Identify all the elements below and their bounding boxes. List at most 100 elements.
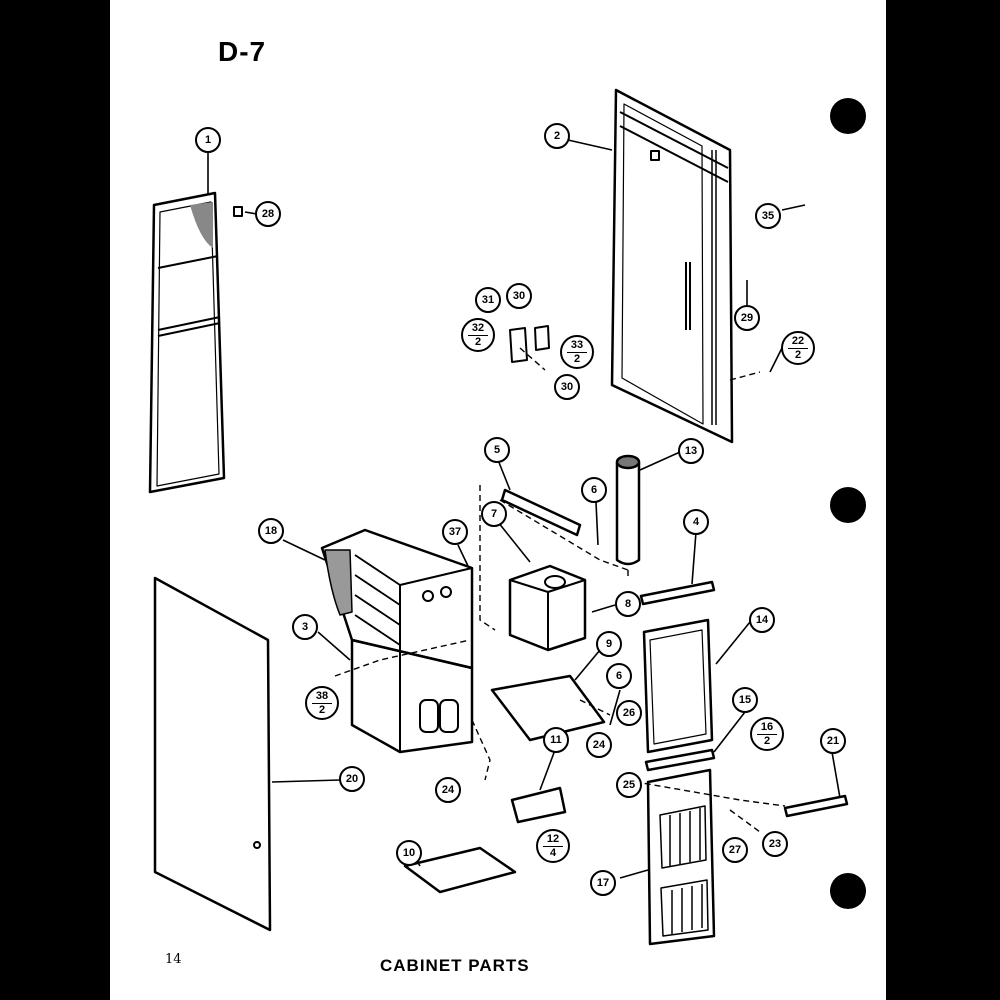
callout-quantity: 2 [794, 348, 802, 361]
callout-number: 32 [471, 321, 485, 334]
binder-hole-bottom [830, 873, 866, 909]
callout-c6a: 6 [581, 477, 607, 503]
callout-c7: 7 [481, 501, 507, 527]
callout-number: 6 [615, 669, 623, 682]
part-4-rail [639, 580, 716, 606]
drawing-sheet [110, 0, 886, 1000]
callout-number: 30 [512, 289, 526, 302]
callout-c17: 17 [590, 870, 616, 896]
callout-c20: 20 [339, 766, 365, 792]
callout-quantity: 2 [763, 734, 771, 747]
callout-c35: 35 [755, 203, 781, 229]
callout-c6b: 6 [606, 663, 632, 689]
binder-hole-middle [830, 487, 866, 523]
callout-number: 26 [622, 706, 636, 719]
callout-number: 25 [622, 778, 636, 791]
callout-number: 23 [768, 837, 782, 850]
callout-number: 7 [490, 507, 498, 520]
callout-number: 11 [550, 733, 562, 746]
callout-quantity: 2 [474, 335, 482, 348]
part-2-rear-panel [610, 88, 734, 444]
callout-number: 6 [590, 483, 598, 496]
callout-c10: 10 [396, 840, 422, 866]
callout-number: 14 [755, 613, 769, 626]
callout-divider [757, 733, 777, 735]
page-title: D-7 [218, 36, 267, 67]
callout-c21: 21 [820, 728, 846, 754]
page-number: 14 [165, 952, 182, 967]
part-5-top-rail [500, 488, 582, 537]
part-9-tray [490, 674, 606, 742]
callout-c29a: 29 [734, 305, 760, 331]
callout-c28a: 28 [255, 201, 281, 227]
part-1-side-panel [148, 191, 243, 494]
callout-number: 22 [791, 334, 805, 347]
callout-divider [567, 351, 587, 353]
callout-number: 10 [402, 846, 416, 859]
callout-number: 28 [261, 207, 275, 220]
binder-hole-top [830, 98, 866, 134]
callout-c30b: 30 [554, 374, 580, 400]
callout-c4: 4 [683, 509, 709, 535]
callout-c13: 13 [678, 438, 704, 464]
callout-number: 20 [345, 772, 359, 785]
callout-c25: 25 [616, 772, 642, 798]
callout-number: 18 [264, 524, 278, 537]
callout-number: 5 [493, 443, 501, 456]
callout-c2: 2 [544, 123, 570, 149]
callout-divider [788, 347, 808, 349]
callout-number: 15 [738, 693, 752, 706]
callout-number: 4 [692, 515, 700, 528]
callout-c1: 1 [195, 127, 221, 153]
part-10-bottom-plate [403, 846, 517, 894]
callout-c5: 5 [484, 437, 510, 463]
callout-number: 2 [553, 129, 561, 142]
callout-c8: 8 [615, 591, 641, 617]
callout-c31: 31 [475, 287, 501, 313]
callout-divider [543, 845, 563, 847]
part-11-bracket [510, 786, 567, 824]
part-20-door-panel [153, 576, 272, 932]
part-3-heat-exchanger [320, 528, 474, 754]
part-17-grille-door [646, 768, 716, 946]
part-21-rail [783, 794, 849, 818]
part-31-bracket [509, 325, 550, 363]
callout-number: 3 [301, 620, 309, 633]
callout-c30a: 30 [506, 283, 532, 309]
callout-c14: 14 [749, 607, 775, 633]
callout-number: 33 [570, 338, 584, 351]
callout-c15: 15 [732, 687, 758, 713]
part-8-blower-housing [508, 564, 587, 652]
callout-number: 9 [605, 637, 613, 650]
callout-number: 12 [546, 832, 560, 845]
callout-c23: 23 [762, 831, 788, 857]
callout-number: 16 [760, 720, 774, 733]
callout-number: 8 [624, 597, 632, 610]
callout-number: 13 [684, 444, 698, 457]
callout-number: 21 [826, 734, 840, 747]
diagram-caption: CABINET PARTS [380, 956, 530, 975]
callout-c37: 37 [442, 519, 468, 545]
callout-number: 31 [481, 293, 495, 306]
callout-number: 37 [448, 525, 462, 538]
assembly-lines [334, 347, 786, 833]
callout-c9: 9 [596, 631, 622, 657]
callout-c24b: 24 [435, 777, 461, 803]
callout-number: 24 [441, 783, 455, 796]
callout-c11: 11 [543, 727, 569, 753]
callout-quantity: 2 [573, 352, 581, 365]
callout-c27: 27 [722, 837, 748, 863]
callout-divider [312, 702, 332, 704]
callout-number: 1 [204, 133, 212, 146]
part-15-rail [644, 748, 716, 772]
part-14-filter [642, 618, 714, 754]
part-13-flue-pipe [615, 454, 641, 566]
callout-number: 29 [740, 311, 754, 324]
callout-quantity: 2 [318, 703, 326, 716]
